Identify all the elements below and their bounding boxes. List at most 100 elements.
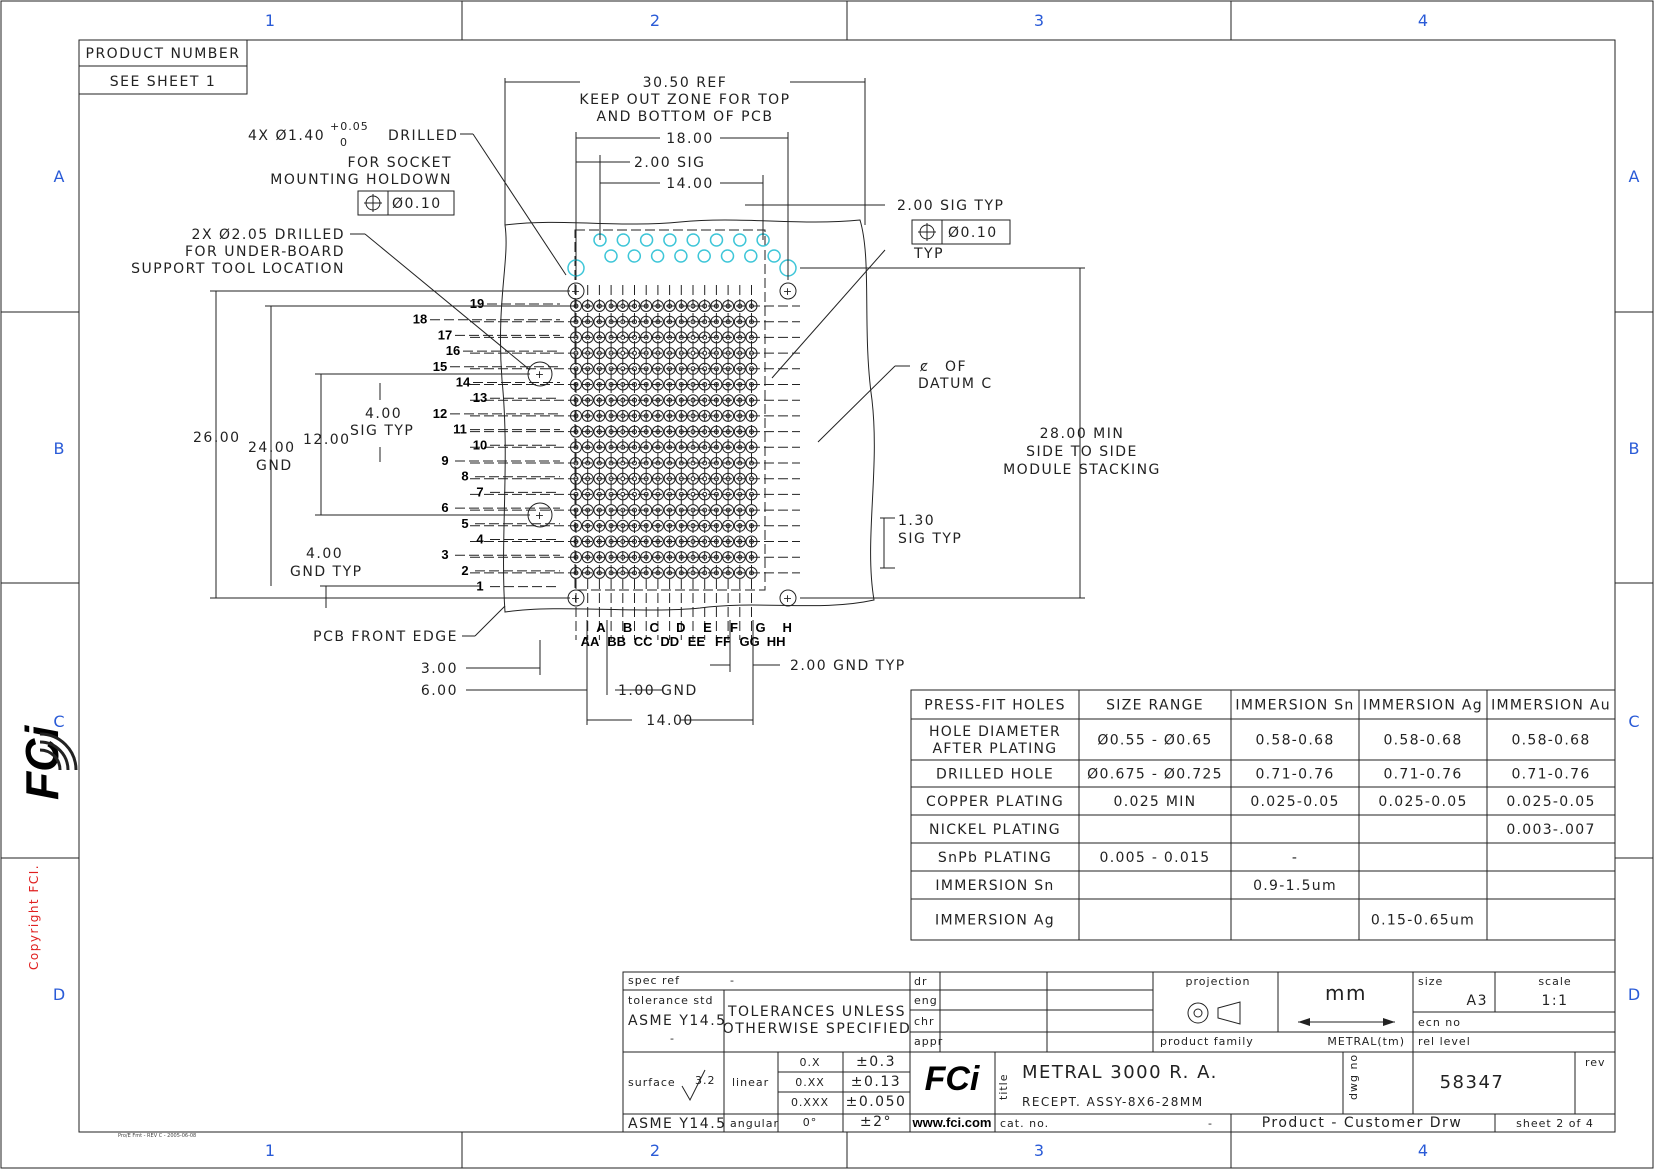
title-label: title xyxy=(997,1073,1010,1100)
table-cell: 0.71-0.76 xyxy=(1255,767,1334,783)
highlighted-hole xyxy=(744,249,758,263)
zone-col-top: 2 xyxy=(650,11,660,30)
dim-6-text: 6.00 xyxy=(421,683,458,699)
table-cell: 0.71-0.76 xyxy=(1383,767,1462,783)
tolerances-text-1: TOLERANCES UNLESS xyxy=(727,1004,906,1020)
product-family-label: product family xyxy=(1160,1035,1254,1048)
table-header-cell: IMMERSION Sn xyxy=(1235,698,1354,714)
zone-row-right: D xyxy=(1628,985,1640,1004)
row-number-label: 12 xyxy=(433,406,447,421)
spec-ref-value: - xyxy=(730,974,735,987)
table-cell: NICKEL PLATING xyxy=(929,822,1061,838)
surface-value: 3.2 xyxy=(695,1074,716,1087)
zone-row-left: D xyxy=(53,985,65,1004)
dim-24-text: 24.00 xyxy=(248,440,296,456)
svg-text:+: + xyxy=(571,592,581,605)
column-letter-bottom: DD xyxy=(660,634,679,649)
zone-row-right: C xyxy=(1628,712,1639,731)
side-fci-logo: FCi xyxy=(16,725,68,800)
highlighted-hole xyxy=(767,249,781,263)
table-cell: IMMERSION Ag xyxy=(935,913,1055,929)
hole-4x-tol-up: +0.05 xyxy=(330,120,369,133)
row-number-label: 7 xyxy=(476,484,483,499)
for-socket-text: FOR SOCKET xyxy=(347,155,452,171)
column-letter-bottom: HH xyxy=(767,634,786,649)
tol-frame-2-text: Ø0.10 xyxy=(948,225,998,241)
product-customer-text: Product - Customer Drw xyxy=(1262,1115,1463,1131)
angular-tol: ±2° xyxy=(860,1114,892,1130)
annotation-texts: 30.50 REF KEEP OUT ZONE FOR TOP AND BOTT… xyxy=(131,75,1159,729)
tol-0xx-label: 0.XX xyxy=(795,1076,825,1089)
footer-format-text: Pro/E Fmt - REV C - 2005-06-08 xyxy=(118,1133,196,1139)
column-letter-bottom: AA xyxy=(581,634,600,649)
column-letter-top: G xyxy=(756,620,766,635)
product-family-value: METRAL(tm) xyxy=(1327,1035,1405,1048)
press-fit-hole xyxy=(651,409,664,422)
row-number-label: 5 xyxy=(461,516,468,531)
row-number-label: 9 xyxy=(441,453,448,468)
row-number-label: 19 xyxy=(470,296,484,311)
linear-label: linear xyxy=(732,1076,769,1089)
asme-bottom-text: ASME Y14.5 xyxy=(628,1116,727,1132)
press-fit-hole xyxy=(698,409,711,422)
dim-2sigtyp-text: 2.00 SIG TYP xyxy=(897,198,1004,214)
row-number-label: 3 xyxy=(441,547,448,562)
row-number-label: 16 xyxy=(446,343,460,358)
row-number-label: 13 xyxy=(473,390,487,405)
row-number-label: 15 xyxy=(433,359,447,374)
dim-2gndtyp-text: 2.00 GND TYP xyxy=(790,658,906,674)
chr-label: chr xyxy=(914,1015,935,1028)
table-header-cell: SIZE RANGE xyxy=(1106,698,1204,714)
svg-text:+: + xyxy=(571,285,581,298)
table-cell: DRILLED HOLE xyxy=(936,767,1054,783)
tol-std-label: tolerance std xyxy=(628,994,713,1007)
column-letter-bottom: EE xyxy=(688,634,706,649)
highlighted-hole xyxy=(616,233,631,247)
highlighted-hole xyxy=(697,249,711,263)
projection-label: projection xyxy=(1186,975,1251,988)
press-fit-hole xyxy=(593,409,606,422)
row-number-label: 14 xyxy=(456,375,471,390)
svg-text:+: + xyxy=(783,285,793,298)
svg-text:+: + xyxy=(535,509,545,522)
units-arrow-icon xyxy=(1298,1018,1395,1026)
press-fit-hole xyxy=(570,409,582,422)
zone-col-top: 1 xyxy=(265,11,275,30)
tol-0xxx-label: 0.XXX xyxy=(791,1096,829,1109)
surface-label: surface xyxy=(628,1076,676,1089)
highlighted-hole xyxy=(686,233,700,247)
datum-c-text-1: OF xyxy=(945,359,967,375)
hole-4x-text: 4X Ø1.40 xyxy=(248,128,325,144)
row-number-label: 6 xyxy=(441,500,448,515)
column-letter-top: C xyxy=(650,620,660,635)
dim-1gnd-text: 1.00 GND xyxy=(618,683,698,699)
column-letter-top: H xyxy=(783,620,792,635)
zone-col-bottom: 3 xyxy=(1034,1141,1044,1160)
row-number-label: 4 xyxy=(476,532,484,547)
table-cell: 0.58-0.68 xyxy=(1383,733,1462,749)
www-text: www.fci.com xyxy=(912,1115,992,1130)
cat-no-label: cat. no. xyxy=(1000,1117,1049,1130)
product-number-label: PRODUCT NUMBER xyxy=(86,46,241,62)
zone-row-right: B xyxy=(1629,439,1640,458)
centerline-symbol: ȼ xyxy=(920,359,929,375)
column-letter-top: F xyxy=(730,620,738,635)
row-number-label: 2 xyxy=(461,563,468,578)
keepout-text-1: KEEP OUT ZONE FOR TOP xyxy=(579,92,790,108)
tolerances-text-2: OTHERWISE SPECIFIED xyxy=(723,1021,912,1037)
table-cell: 0.15-0.65um xyxy=(1371,913,1475,929)
tol-std-dash: - xyxy=(670,1032,675,1045)
zone-row-left: B xyxy=(54,439,65,458)
column-letter-bottom: BB xyxy=(607,634,626,649)
table-cell: 0.58-0.68 xyxy=(1511,733,1590,749)
dim-14-bot-text: 14.00 xyxy=(646,713,694,729)
column-letter-top: E xyxy=(703,620,712,635)
tol-0x-label: 0.X xyxy=(799,1056,820,1069)
svg-text:+: + xyxy=(783,592,793,605)
table-cell: 0.025 MIN xyxy=(1114,794,1197,810)
svg-text:+: + xyxy=(535,368,545,381)
fci-logo: FCi xyxy=(925,1060,981,1098)
